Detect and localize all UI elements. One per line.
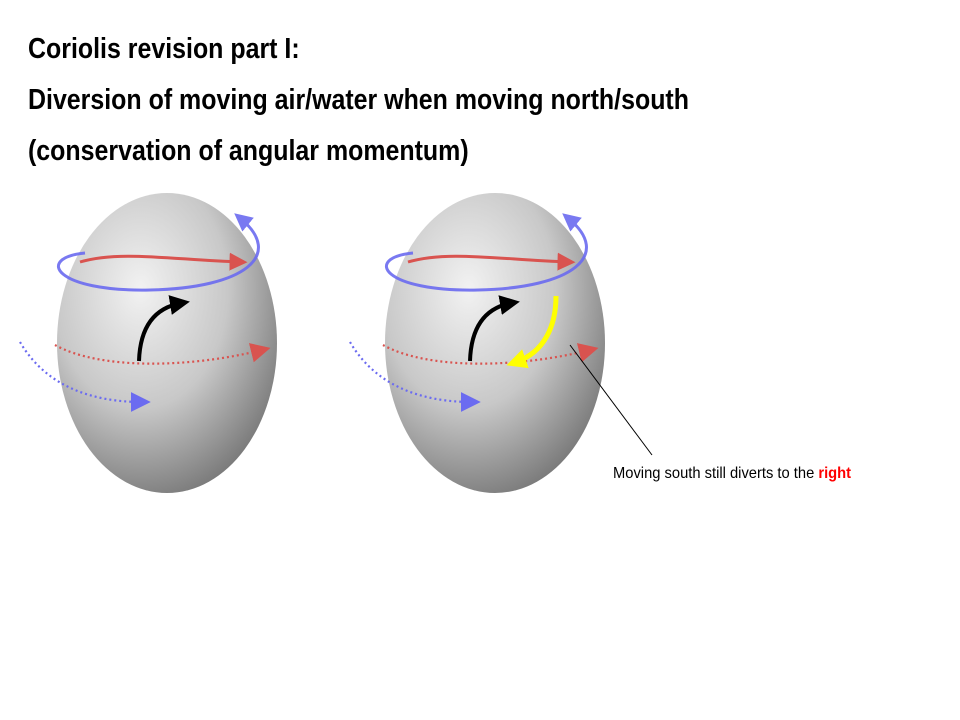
slide-title: Coriolis revision part I: Diversion of m… [28,24,689,177]
right-blue-orbit-arrow [384,213,588,292]
left-red-latitude-arrow [79,252,248,271]
annotation-pointer-line [569,344,653,456]
globe-right-body [385,193,605,493]
title-line-2: Diversion of moving air/water when movin… [28,84,689,116]
globe-left-body [57,193,277,493]
right-yellow-deflection-arrow [506,295,559,369]
right-blue-dotted-arrow [349,341,481,412]
left-black-deflection-arrow [137,295,190,362]
right-red-latitude-arrow [407,252,576,271]
title-line-1: Coriolis revision part I: [28,33,300,65]
annotation-emphasis: right [818,465,852,482]
globe-right [349,193,605,493]
left-red-dotted-arrow [54,343,271,365]
annotation-caption: Moving south still diverts to the right [613,465,851,483]
annotation-text: Moving south still diverts to the [613,465,819,482]
title-line-3: (conservation of angular momentum) [28,135,469,167]
globe-left [19,193,277,493]
right-black-deflection-arrow [468,295,520,362]
left-blue-dotted-arrow [19,341,151,412]
left-blue-orbit-arrow [56,213,260,292]
right-red-dotted-arrow [382,343,599,365]
